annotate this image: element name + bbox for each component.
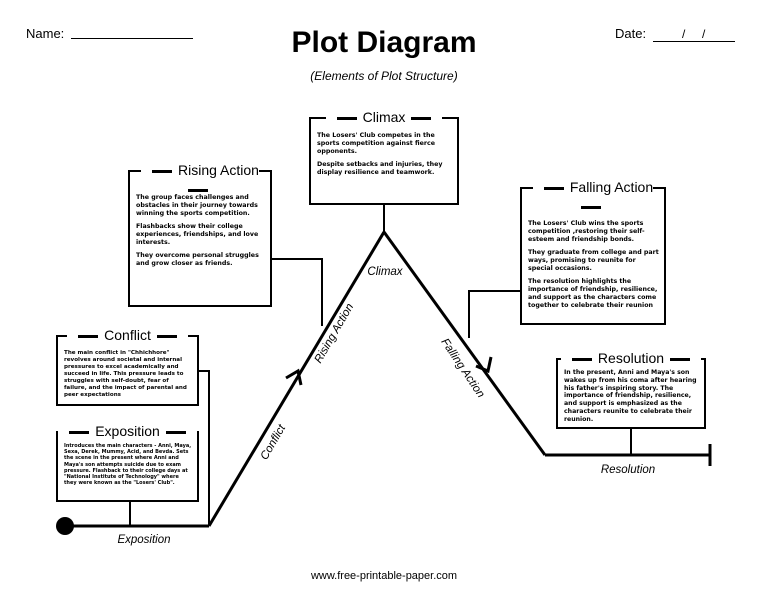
falling-line — [382, 231, 547, 456]
rising-action-box: Rising Action The group faces challenges… — [128, 162, 272, 307]
name-label: Name: — [26, 26, 65, 41]
footer-url: www.free-printable-paper.com — [310, 570, 458, 582]
label-exposition: Exposition — [117, 534, 170, 546]
conflict-box-title: Conflict — [67, 327, 188, 343]
name-blank-line — [70, 38, 193, 39]
climax-text-1: The Losers' Club competes in the sports … — [317, 132, 436, 155]
exposition-text-1: Introduces the main characters - Anni, M… — [64, 443, 192, 487]
falling-action-text-2: They graduate from college and part ways… — [528, 249, 659, 272]
date-field: Date: / / — [615, 26, 735, 42]
exposition-box-title: Exposition — [58, 423, 197, 439]
name-field: Name: — [26, 26, 193, 41]
rising-action-text-2: Flashbacks show their college experience… — [136, 223, 259, 246]
rising-arrow-icon — [285, 368, 303, 386]
date-label: Date: — [615, 26, 647, 41]
label-climax: Climax — [367, 266, 403, 278]
resolution-box: Resolution In the present, Anni and Maya… — [556, 350, 706, 429]
climax-box: Climax The Losers' Club competes in the … — [309, 109, 459, 205]
rising-action-text-3: They overcome personal struggles and gro… — [136, 252, 259, 267]
rising-line — [207, 231, 386, 527]
exposition-box: Exposition Introduces the main character… — [56, 423, 199, 502]
resolution-text-1: In the present, Anni and Maya's son wake… — [564, 369, 697, 423]
falling-action-text-3: The resolution highlights the importance… — [528, 278, 658, 309]
date-blank-line: / / — [652, 27, 735, 42]
falling-action-box-title: Falling Action — [532, 179, 654, 214]
conflict-connector — [199, 370, 210, 526]
page-title: Plot Diagram — [291, 26, 477, 59]
falling-arrow-icon — [475, 356, 493, 374]
label-resolution: Resolution — [601, 464, 655, 476]
resolution-box-title: Resolution — [560, 350, 702, 366]
start-dot — [56, 517, 74, 535]
falling-action-text-1: The Losers' Club wins the sports competi… — [528, 220, 645, 243]
label-conflict: Conflict — [259, 422, 289, 462]
rising-action-text-1: The group faces challenges and obstacles… — [136, 194, 258, 217]
label-rising-action: Rising Action — [313, 302, 357, 366]
falling-action-box: Falling Action The Losers' Club wins the… — [520, 179, 666, 325]
conflict-box: Conflict The main conflict in "Chhichhor… — [56, 327, 199, 406]
rising-connector — [272, 258, 323, 326]
falling-connector — [468, 290, 520, 338]
page-subtitle: (Elements of Plot Structure) — [310, 69, 458, 83]
rising-action-box-title: Rising Action — [141, 162, 259, 197]
conflict-text-1: The main conflict in "Chhichhore" revolv… — [64, 350, 187, 398]
climax-box-title: Climax — [325, 109, 443, 125]
climax-text-2: Despite setbacks and injuries, they disp… — [317, 161, 443, 176]
